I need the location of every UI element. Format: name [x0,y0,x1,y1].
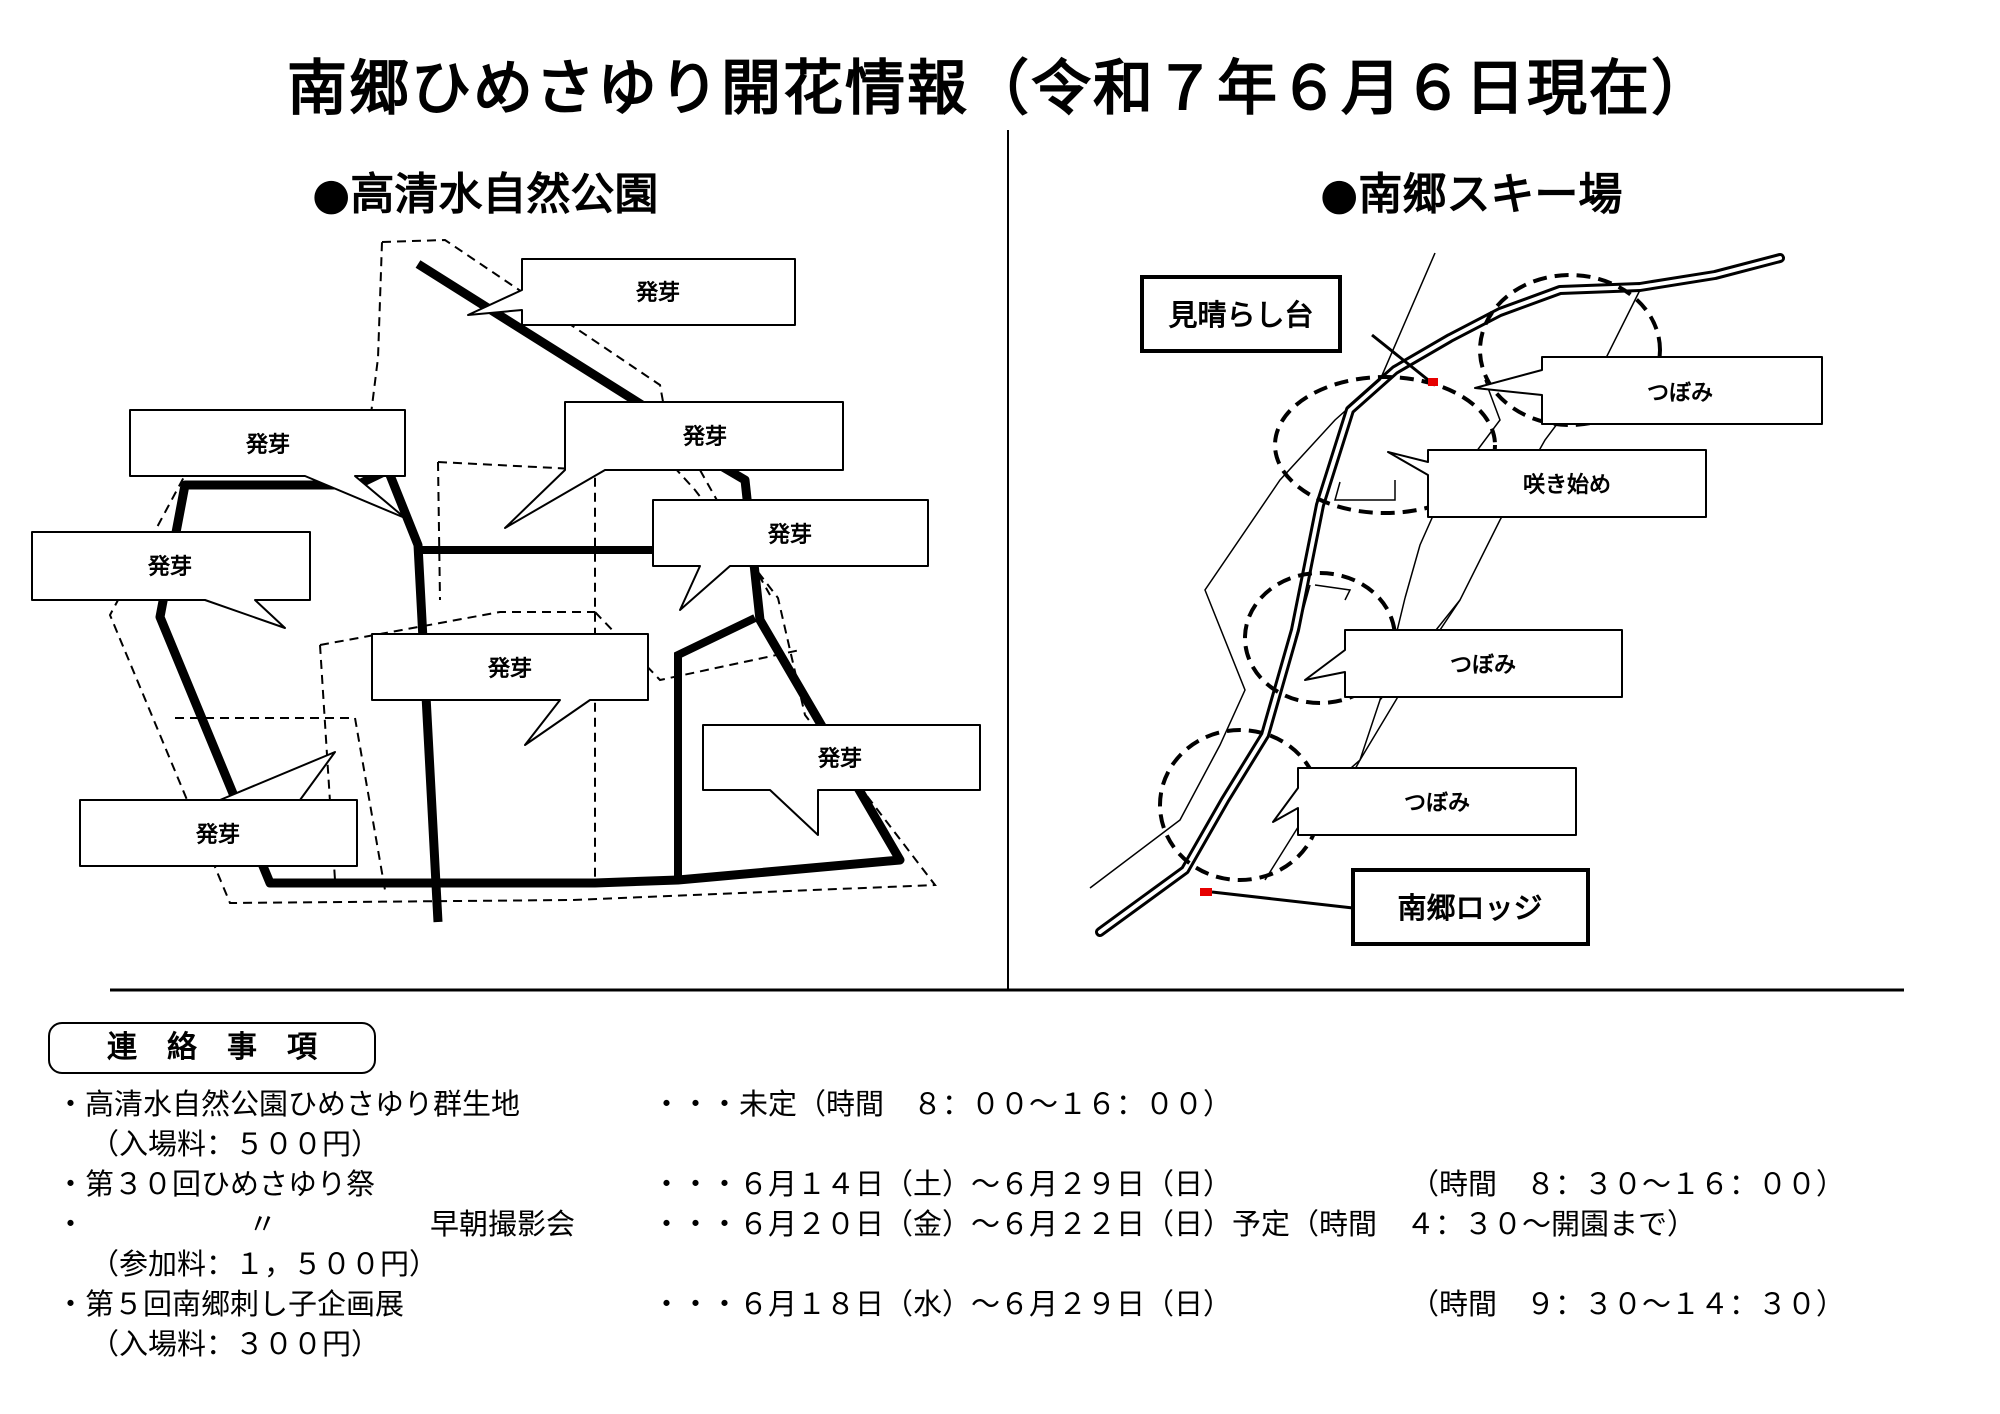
bubble-left-4-text: 発芽 [767,523,812,548]
bubble-right-3-text: つぼみ [1450,653,1516,678]
note-line-4: ・第５回南郷刺し子企画展 [56,1287,405,1321]
viewpoint-pointer [1371,333,1433,385]
takashimizu-park-map: 発芽 発芽 発芽 発芽 発芽 発芽 発芽 発芽 [31,238,981,923]
note-line-2-dates: ・・・６月１４日（土）～６月２９日（日） [652,1167,1233,1201]
ski-resort-map: 見晴らし台 南郷ロッジ つぼみ 咲き始め つぼみ つぼみ [1089,252,1823,946]
trail-branch [674,614,757,880]
note-line-2: ・第３０回ひめさゆり祭 [56,1167,376,1201]
bubble-left-2: 発芽 [129,409,406,519]
note-line-3-ditto: 〃 [248,1207,278,1241]
lodge-marker [1200,888,1212,896]
note-line-1-detail: ・・・未定（時間 ８：００～１６：００） [652,1087,1233,1121]
bubble-right-3: つぼみ [1304,629,1623,698]
bubble-left-7-text: 発芽 [817,747,862,772]
note-line-3-bullet: ・ [56,1207,86,1241]
page-title: 南郷ひめさゆり開花情報（令和７年６月６日現在） [287,54,1713,124]
bubble-left-5: 発芽 [31,531,311,629]
bubble-right-1-text: つぼみ [1647,381,1713,406]
note-line-4-time: （時間 ９：３０～１４：３０） [1410,1287,1846,1321]
lodge-label: 南郷ロッジ [1397,891,1542,925]
bubble-left-8: 発芽 [79,751,358,867]
bubble-left-7: 発芽 [702,724,981,836]
area-circle-1 [1478,273,1662,427]
bubble-left-5-text: 発芽 [147,555,192,580]
notes-header: 連絡事項 [48,1022,376,1074]
note-line-2-time: （時間 ８：３０～１６：００） [1410,1167,1846,1201]
area-circle-2 [1273,375,1497,515]
bubble-left-1: 発芽 [467,258,796,326]
section-title-takashimizu: ●高清水自然公園 [312,169,659,220]
bubble-right-4-text: つぼみ [1404,791,1470,816]
bubble-right-2-text: 咲き始め [1523,472,1611,498]
note-line-3-dates: ・・・６月２０日（金）～６月２２日（日）予定（時間 ４：３０～開園まで） [652,1207,1697,1241]
bubble-left-8-text: 発芽 [195,823,240,848]
note-line-3-fee: （参加料：１，５００円） [90,1247,439,1281]
bubble-right-4: つぼみ [1272,767,1577,836]
note-line-1-fee: （入場料：５００円） [90,1127,381,1161]
bubble-right-2: 咲き始め [1387,449,1707,518]
bubble-left-6-text: 発芽 [487,657,532,682]
lodge-pointer [1211,890,1354,910]
note-line-4-fee: （入場料：３００円） [90,1327,381,1361]
bubble-left-3: 発芽 [504,401,844,529]
note-line-4-dates: ・・・６月１８日（水）～６月２９日（日） [652,1287,1233,1321]
viewpoint-box [1140,275,1342,353]
bubble-right-1: つぼみ [1474,356,1823,425]
bubble-left-3-text: 発芽 [682,425,727,450]
bubble-left-4: 発芽 [652,499,929,611]
lodge-box [1351,868,1590,946]
note-line-3: 早朝撮影会 [430,1207,576,1241]
bubble-left-1-text: 発芽 [635,281,680,306]
bubble-left-2-text: 発芽 [245,433,290,458]
viewpoint-marker [1428,378,1438,386]
section-title-ski-resort: ●南郷スキー場 [1320,169,1623,220]
bubble-left-6: 発芽 [371,633,649,746]
note-line-1: ・高清水自然公園ひめさゆり群生地 [56,1087,521,1121]
viewpoint-label: 見晴らし台 [1168,298,1313,332]
